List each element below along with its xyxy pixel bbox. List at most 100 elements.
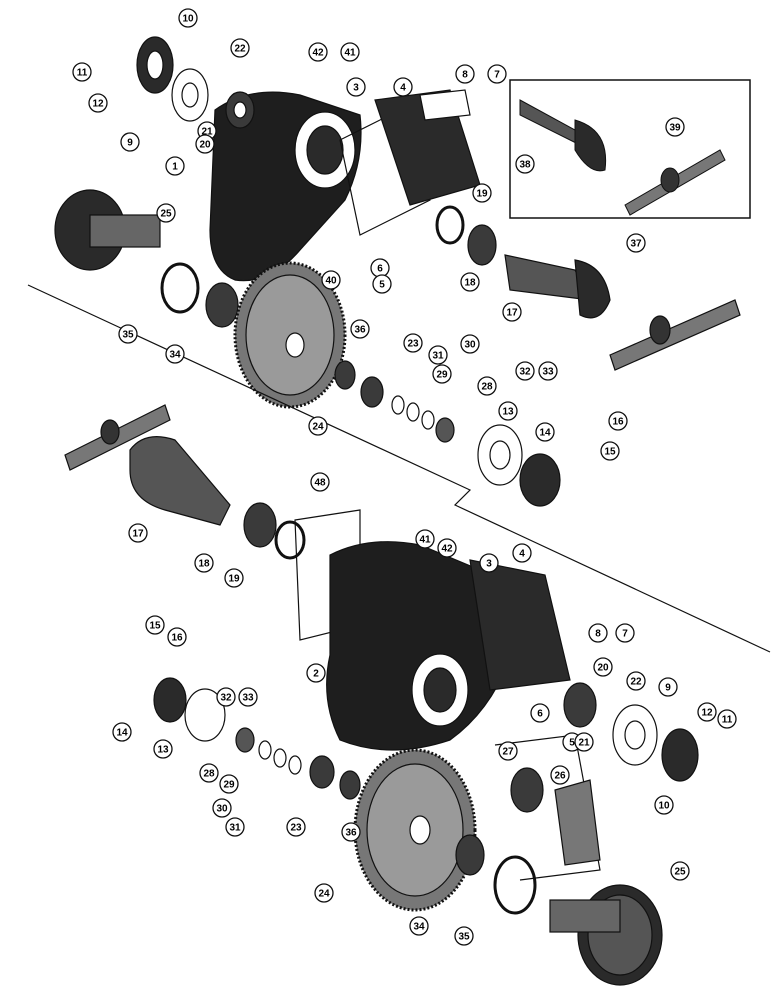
callout-19: 19 — [224, 568, 244, 588]
callout-circle — [432, 364, 452, 384]
callout-48: 48 — [310, 472, 330, 492]
callout-label: 16 — [612, 417, 624, 428]
callout-circle — [665, 117, 685, 137]
callout-circle — [346, 77, 366, 97]
callout-label: 21 — [201, 127, 213, 138]
callout-label: 38 — [519, 160, 531, 171]
callout-circle — [156, 203, 176, 223]
callout-39: 39 — [665, 117, 685, 137]
callout-label: 20 — [597, 663, 609, 674]
callout-label: 20 — [199, 140, 211, 151]
callout-circle — [308, 42, 328, 62]
section-divider — [27, 284, 771, 653]
callout-20: 20 — [195, 134, 215, 154]
callout-12: 12 — [88, 93, 108, 113]
lower-bearing-18 — [243, 502, 277, 548]
callout-circle — [415, 529, 435, 549]
callout-circle — [128, 523, 148, 543]
lower-ring-35 — [493, 855, 537, 915]
callout-label: 22 — [234, 44, 246, 55]
callout-label: 23 — [407, 339, 419, 350]
callout-31: 31 — [225, 817, 245, 837]
callout-circle — [153, 739, 173, 759]
callout-label: 12 — [92, 99, 104, 110]
callout-label: 5 — [379, 280, 385, 291]
callout-30: 30 — [460, 334, 480, 354]
callout-31: 31 — [428, 345, 448, 365]
callout-label: 8 — [595, 629, 601, 640]
callout-circle — [717, 709, 737, 729]
callout-circle — [654, 795, 674, 815]
callout-label: 42 — [441, 544, 453, 555]
callout-label: 14 — [116, 728, 128, 739]
callout-label: 36 — [345, 828, 357, 839]
callout-circle — [502, 302, 522, 322]
callout-14: 14 — [535, 422, 555, 442]
callout-17: 17 — [128, 523, 148, 543]
callout-label: 3 — [486, 559, 492, 570]
callout-15: 15 — [145, 615, 165, 635]
callout-label: 10 — [182, 14, 194, 25]
callout-label: 41 — [344, 48, 356, 59]
callout-label: 39 — [669, 123, 681, 134]
callout-circle — [403, 333, 423, 353]
callout-label: 34 — [413, 922, 425, 933]
callout-label: 17 — [506, 308, 518, 319]
callout-circle — [477, 376, 497, 396]
callout-label: 40 — [325, 276, 337, 287]
callout-label: 4 — [400, 83, 406, 94]
callout-circle — [112, 722, 132, 742]
callout-label: 8 — [462, 70, 468, 81]
callout-7: 7 — [487, 64, 507, 84]
callout-17: 17 — [502, 302, 522, 322]
upper-assembly — [54, 36, 741, 507]
callout-23: 23 — [403, 333, 423, 353]
callout-label: 27 — [502, 747, 514, 758]
lower-pinion-17 — [129, 436, 231, 526]
lower-assembly — [64, 404, 699, 986]
callout-33: 33 — [238, 687, 258, 707]
callout-label: 7 — [494, 70, 500, 81]
callout-circle — [308, 416, 328, 436]
callout-label: 29 — [436, 370, 448, 381]
callout-circle — [460, 334, 480, 354]
callout-label: 19 — [228, 574, 240, 585]
callout-circle — [593, 657, 613, 677]
callout-label: 28 — [203, 769, 215, 780]
inset-pinion-box-37 — [509, 79, 751, 219]
callout-label: 48 — [314, 478, 326, 489]
callout-circle — [167, 627, 187, 647]
callout-label: 24 — [312, 422, 324, 433]
callout-label: 35 — [458, 932, 470, 943]
callout-21: 21 — [574, 732, 594, 752]
callout-circle — [574, 732, 594, 752]
callout-24: 24 — [308, 416, 328, 436]
lower-bearing-23 — [309, 755, 335, 789]
callout-15: 15 — [600, 441, 620, 461]
callout-circle — [120, 132, 140, 152]
callout-circle — [498, 741, 518, 761]
lower-housing — [326, 541, 521, 751]
callout-label: 21 — [578, 738, 590, 749]
callout-label: 6 — [377, 264, 383, 275]
callout-label: 15 — [604, 447, 616, 458]
callout-label: 25 — [160, 209, 172, 220]
callout-label: 23 — [290, 823, 302, 834]
callout-label: 26 — [554, 771, 566, 782]
callout-label: 4 — [519, 549, 525, 560]
callout-circle — [487, 64, 507, 84]
callout-22: 22 — [230, 38, 250, 58]
callout-11: 11 — [717, 709, 737, 729]
callout-36: 36 — [350, 319, 370, 339]
lower-washer-28 — [235, 727, 255, 753]
callout-circle — [530, 703, 550, 723]
callout-41: 41 — [415, 529, 435, 549]
callout-circle — [195, 134, 215, 154]
callout-circle — [230, 38, 250, 58]
callout-label: 30 — [464, 340, 476, 351]
upper-cone-14 — [519, 453, 561, 507]
callout-circle — [118, 324, 138, 344]
upper-ring-35 — [160, 262, 200, 314]
